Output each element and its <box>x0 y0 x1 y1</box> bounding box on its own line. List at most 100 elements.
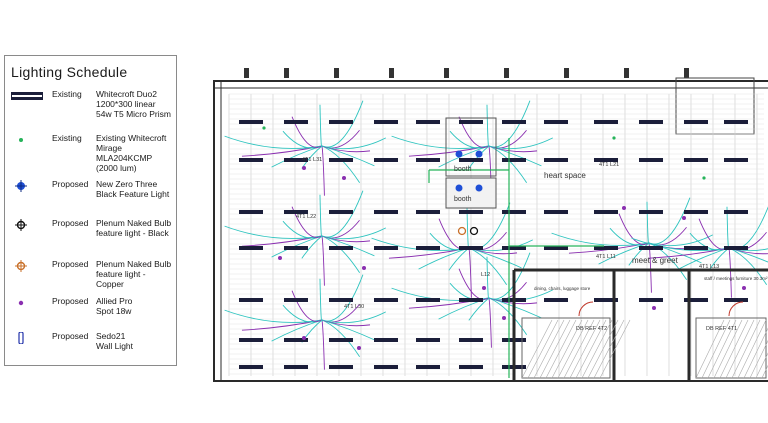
existing-light-point <box>262 126 266 130</box>
circuit-wire <box>449 282 490 301</box>
linear-fitting <box>374 365 398 369</box>
purple-spot <box>362 266 366 270</box>
purple-spot <box>742 286 746 290</box>
legend-description-line: Copper <box>96 279 124 289</box>
circuit-wire <box>449 130 490 149</box>
linear-fitting <box>284 338 308 342</box>
room-wall <box>512 268 768 381</box>
room-label: heart space <box>544 171 586 180</box>
legend-description-line: Wall Light <box>96 341 134 351</box>
legend-description-line: 1200*300 linear <box>96 99 156 109</box>
linear-fitting <box>416 210 440 214</box>
outer-wall <box>213 80 768 382</box>
circuit-wire <box>301 145 323 169</box>
legend-status: Proposed <box>52 296 89 306</box>
linear-fitting <box>459 210 483 214</box>
circuit-wire <box>628 242 650 266</box>
zone-label: 4T1 L30 <box>344 304 364 310</box>
column-mark <box>284 68 289 78</box>
legend-description-line: (2000 lum) <box>96 163 137 173</box>
circuit-wire <box>224 135 323 149</box>
legend-description-line: Existing Whitecroft <box>96 133 167 143</box>
legend-description-line: Spot 18w <box>96 306 132 316</box>
zone-label: L12 <box>481 272 490 278</box>
zone-label: 4T1 L22 <box>296 214 316 220</box>
circuit-wire <box>609 227 650 246</box>
linear-fitting <box>329 210 353 214</box>
circuit-wire <box>321 235 325 286</box>
legend-description-line: Whitecroft Duo2 <box>96 89 157 99</box>
purple-spot <box>342 176 346 180</box>
linear-fitting <box>724 120 748 124</box>
circuit-wire <box>488 297 492 348</box>
linear-fitting <box>459 246 483 250</box>
linear-fitting <box>724 246 748 250</box>
zone-label: 4T1 L11 <box>596 254 616 260</box>
hatching <box>701 319 731 379</box>
linear-fitting <box>594 120 618 124</box>
linear-fitting <box>544 298 568 302</box>
circuit-wire <box>321 145 325 196</box>
hatching <box>581 319 613 379</box>
linear-fitting <box>459 298 483 302</box>
purple-spot <box>482 286 486 290</box>
linear-fitting <box>459 158 483 162</box>
hatching <box>563 319 595 379</box>
hatching <box>521 319 553 379</box>
circuit-wire <box>321 319 375 341</box>
linear-fitting <box>329 246 353 250</box>
zone-label: 4T1 L13 <box>699 264 719 270</box>
zone-boundary <box>428 138 604 378</box>
green-dot-icon <box>11 133 45 145</box>
db-ref-label: DB REF 4T1 <box>706 326 737 332</box>
legend-status: Existing <box>52 89 82 99</box>
linear-fitting <box>374 210 398 214</box>
circuit-wire <box>319 104 323 148</box>
linear-fitting <box>374 298 398 302</box>
hatching <box>539 319 571 379</box>
linear-fitting <box>329 338 353 342</box>
circuit-wire <box>321 311 386 324</box>
circuit-wire <box>488 281 527 301</box>
circuit-wire <box>648 234 713 247</box>
linear-fitting <box>329 298 353 302</box>
linear-fitting <box>502 158 526 162</box>
hatching <box>725 319 755 379</box>
linear-fitting <box>639 158 663 162</box>
circuit-wire <box>224 309 323 323</box>
legend-description-line: MLA204KCMP <box>96 153 153 163</box>
linear-fitting <box>284 210 308 214</box>
circuit-wire <box>301 235 323 259</box>
hatching <box>557 319 589 379</box>
legend-description-line: Mirage <box>96 143 122 153</box>
zone-label: 4T1 L21 <box>599 162 619 168</box>
linear-fitting <box>416 158 440 162</box>
hatching <box>545 319 577 379</box>
circuit-wire <box>319 278 323 322</box>
purple-spot <box>682 216 686 220</box>
circuit-wire <box>282 304 323 323</box>
circuit-wire <box>291 290 323 322</box>
copper-bulb <box>457 226 467 236</box>
linear-fitting <box>416 338 440 342</box>
linear-fitting <box>724 210 748 214</box>
feature-light <box>455 184 463 192</box>
core-room <box>675 77 755 135</box>
linear-fitting <box>239 365 263 369</box>
purple-spot-icon <box>11 296 45 308</box>
building-walls <box>213 68 768 382</box>
column-mark <box>244 68 249 78</box>
hatching <box>527 319 559 379</box>
hatching <box>749 340 768 379</box>
linear-fitting <box>594 158 618 162</box>
db-ref-label: DB REF 4T2 <box>576 326 607 332</box>
circuit-wire <box>282 130 323 149</box>
blue-feature-light-icon <box>11 179 45 192</box>
hatching <box>569 319 601 379</box>
circuit-wire <box>648 226 687 246</box>
